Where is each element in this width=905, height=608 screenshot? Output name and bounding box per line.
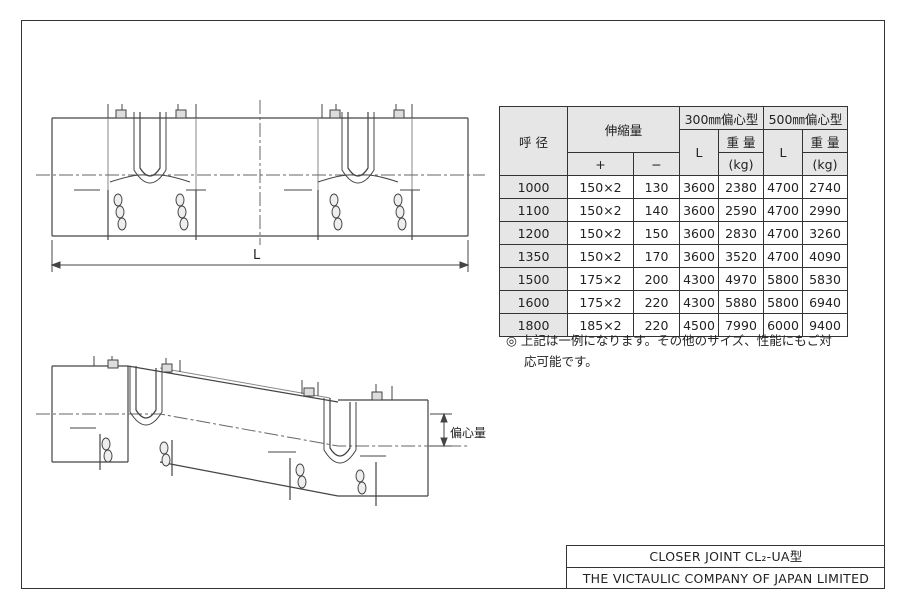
- header-kg-300: (kg): [718, 152, 764, 176]
- table-cell: 4300: [679, 290, 719, 314]
- table-cell: 150: [633, 221, 680, 245]
- header-L-300: L: [679, 129, 719, 176]
- table-cell: 150×2: [567, 221, 634, 245]
- straight-joint-drawing: [36, 100, 485, 272]
- table-cell: 7990: [718, 313, 764, 337]
- table-cell: 4300: [679, 267, 719, 291]
- table-cell: 4700: [763, 175, 803, 199]
- table-cell: 4090: [802, 244, 848, 268]
- offset-joint-drawing: [36, 356, 470, 506]
- table-cell: 175×2: [567, 290, 634, 314]
- table-cell: 5880: [718, 290, 764, 314]
- spec-table: 呼 径 伸縮量 300㎜偏心型 500㎜偏心型 L 重 量 L 重 量 + − …: [499, 106, 848, 337]
- table-cell: 200: [633, 267, 680, 291]
- title-block: CLOSER JOINT CL₂-UA型 THE VICTAULIC COMPA…: [566, 545, 885, 589]
- table-cell: 6940: [802, 290, 848, 314]
- product-name: CLOSER JOINT CL₂-UA型: [567, 546, 885, 568]
- header-offset-300: 300㎜偏心型: [679, 106, 764, 130]
- table-cell: 150×2: [567, 198, 634, 222]
- table-cell: 1000: [499, 175, 568, 199]
- header-nominal: 呼 径: [499, 106, 568, 176]
- table-cell: 3260: [802, 221, 848, 245]
- header-stroke: 伸縮量: [567, 106, 680, 153]
- table-cell: 1350: [499, 244, 568, 268]
- table-cell: 185×2: [567, 313, 634, 337]
- table-cell: 1200: [499, 221, 568, 245]
- table-cell: 5800: [763, 267, 803, 291]
- table-cell: 4700: [763, 221, 803, 245]
- table-cell: 175×2: [567, 267, 634, 291]
- drawing-frame: [21, 20, 885, 589]
- table-cell: 140: [633, 198, 680, 222]
- header-offset-500: 500㎜偏心型: [763, 106, 848, 130]
- header-L-500: L: [763, 129, 803, 176]
- table-cell: 150×2: [567, 244, 634, 268]
- table-cell: 3520: [718, 244, 764, 268]
- table-cell: 1100: [499, 198, 568, 222]
- table-cell: 3600: [679, 244, 719, 268]
- table-cell: 220: [633, 290, 680, 314]
- table-cell: 2740: [802, 175, 848, 199]
- offset-amount-label: 偏心量: [450, 426, 487, 440]
- table-cell: 2590: [718, 198, 764, 222]
- table-cell: 4700: [763, 198, 803, 222]
- company-name: THE VICTAULIC COMPANY OF JAPAN LIMITED: [582, 571, 870, 586]
- header-weight-300: 重 量: [718, 129, 764, 153]
- table-cell: 2990: [802, 198, 848, 222]
- header-minus: −: [633, 152, 680, 176]
- table-cell: 4970: [718, 267, 764, 291]
- table-cell: 5830: [802, 267, 848, 291]
- table-cell: 9400: [802, 313, 848, 337]
- table-cell: 4700: [763, 244, 803, 268]
- dimension-L-label: L: [253, 248, 261, 263]
- table-cell: 1500: [499, 267, 568, 291]
- note-line-1: ◎ 上記は一例になります。その他のサイズ、性能にもご対: [506, 333, 832, 348]
- note-line-2: 応可能です。: [524, 354, 598, 369]
- table-cell: 2830: [718, 221, 764, 245]
- table-cell: 2380: [718, 175, 764, 199]
- table-cell: 150×2: [567, 175, 634, 199]
- table-cell: 5800: [763, 290, 803, 314]
- table-cell: 170: [633, 244, 680, 268]
- table-cell: 3600: [679, 221, 719, 245]
- table-cell: 130: [633, 175, 680, 199]
- header-weight-500: 重 量: [802, 129, 848, 153]
- table-cell: 1600: [499, 290, 568, 314]
- header-plus: +: [567, 152, 634, 176]
- table-cell: 4500: [679, 313, 719, 337]
- table-cell: 3600: [679, 198, 719, 222]
- note: ◎ 上記は一例になります。その他のサイズ、性能にもご対 応可能です。: [506, 330, 866, 372]
- header-kg-500: (kg): [802, 152, 848, 176]
- table-cell: 3600: [679, 175, 719, 199]
